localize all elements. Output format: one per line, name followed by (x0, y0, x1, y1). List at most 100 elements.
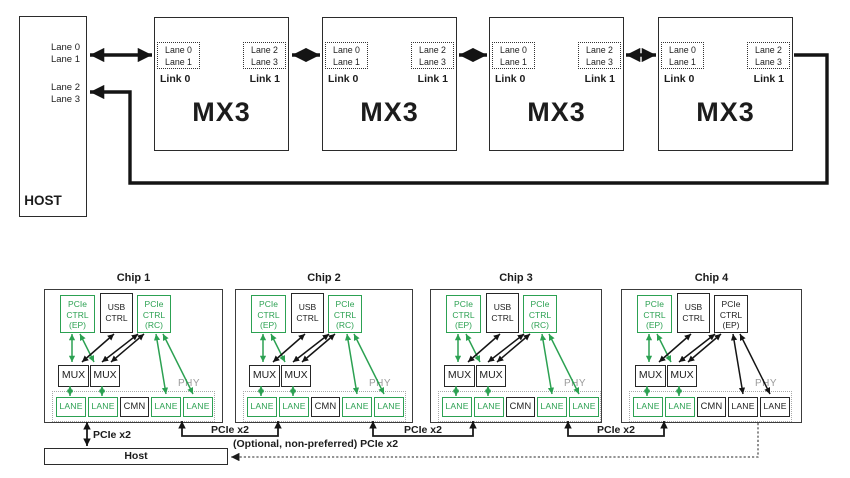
chip-2-phy-label: PHY (369, 378, 392, 389)
chip-3-mux-1: MUX (476, 365, 506, 387)
host-lane3-label: Lane 3 (50, 93, 80, 105)
mx3-4-link0-label: Link 0 (664, 73, 695, 85)
chip-2-lane-3: LANE (342, 397, 372, 417)
chip-4-lane-4: LANE (760, 397, 790, 417)
host-upper-lane-labels: Lane 0 Lane 1 (14, 42, 80, 65)
host-lane2-label: Lane 2 (50, 82, 80, 93)
mx3-4-link1-label: Link 1 (753, 73, 784, 85)
chip-2-cmn: CMN (311, 397, 340, 417)
chip-4-cmn: CMN (697, 397, 726, 417)
chip-1-lane-4: LANE (183, 397, 213, 417)
mx3-3-link0-label: Link 0 (495, 73, 526, 85)
chip-1-mux-1: MUX (90, 365, 120, 387)
host-lower-lane-labels: Lane 2 Lane 3 (14, 82, 80, 105)
mx3-3-name: MX3 (527, 97, 586, 127)
chip-3-mux-0: MUX (444, 365, 475, 387)
chip-4-lane-0: LANE (633, 397, 663, 417)
mx3-3-link0-lanes-box: Lane 0 Lane 1 (492, 42, 535, 69)
chip-4-lane-3: LANE (728, 397, 758, 417)
chip-1-phy-label: PHY (178, 378, 201, 389)
chip-1-lane-1: LANE (88, 397, 118, 417)
mx3-2-name: MX3 (360, 97, 419, 127)
mx3-1-link1-label: Link 1 (249, 73, 280, 85)
mx3-2-link1-label: Link 1 (417, 73, 448, 85)
host-box (19, 16, 87, 217)
lane-label: Lane 3 (251, 57, 278, 67)
bottom-host-box: Host (44, 448, 228, 465)
chip-1-cmn: CMN (120, 397, 149, 417)
chip-3-lane-4: LANE (569, 397, 599, 417)
chip-1-lane-0: LANE (56, 397, 86, 417)
bracket-1-pcie-x2-label: PCIe x2 (211, 424, 249, 436)
chip-1-lane-3: LANE (151, 397, 181, 417)
mx3-2-link0-label: Link 0 (328, 73, 359, 85)
bracket-3-pcie-x2-label: PCIe x2 (597, 424, 635, 436)
chip-2-lane-1: LANE (279, 397, 309, 417)
chip-2-phy-box (243, 391, 406, 422)
lane-label: Lane 2 (586, 45, 613, 55)
lane-label: Lane 3 (419, 57, 446, 67)
chip-3-cmn: CMN (506, 397, 535, 417)
mx3-1-link0-lanes-box: Lane 0 Lane 1 (157, 42, 200, 69)
lane-label: Lane 1 (500, 57, 527, 67)
host-lane0-label: Lane 0 (50, 42, 80, 53)
chip-4-mux-1: MUX (667, 365, 697, 387)
chip-2-lane-0: LANE (247, 397, 277, 417)
lane-label: Lane 2 (251, 45, 278, 55)
chip-1-title: Chip 1 (116, 272, 151, 284)
chip-2-mux-0: MUX (249, 365, 280, 387)
chip-4-mux-0: MUX (635, 365, 666, 387)
mx3-unit-2: Lane 0 Lane 1 Lane 2 Lane 3 Link 0 Link … (322, 17, 457, 151)
chip-1-mux-0: MUX (58, 365, 89, 387)
lane-label: Lane 1 (165, 57, 192, 67)
lane-label: Lane 3 (586, 57, 613, 67)
host-lane1-label: Lane 1 (50, 53, 80, 65)
mx3-3-link1-lanes-box: Lane 2 Lane 3 (578, 42, 621, 69)
mx3-4-link0-lanes-box: Lane 0 Lane 1 (661, 42, 704, 69)
chip-3-lane-3: LANE (537, 397, 567, 417)
chip-2-mux-1: MUX (281, 365, 311, 387)
lane-label: Lane 2 (755, 45, 782, 55)
chip-3-lane-1: LANE (474, 397, 504, 417)
mx3-unit-4: Lane 0 Lane 1 Lane 2 Lane 3 Link 0 Link … (658, 17, 793, 151)
lane-label: Lane 0 (669, 45, 696, 55)
mx3-3-link1-label: Link 1 (584, 73, 615, 85)
chip-4-phy-box (629, 391, 792, 422)
mx3-unit-1: Lane 0 Lane 1 Lane 2 Lane 3 Link 0 Link … (154, 17, 289, 151)
lane-label: Lane 3 (755, 57, 782, 67)
mx3-1-link1-lanes-box: Lane 2 Lane 3 (243, 42, 286, 69)
mx3-4-link1-lanes-box: Lane 2 Lane 3 (747, 42, 790, 69)
chip-2-title: Chip 2 (307, 272, 341, 284)
chip-2-lane-4: LANE (374, 397, 404, 417)
lane-label: Lane 0 (333, 45, 360, 55)
lane-label: Lane 0 (500, 45, 527, 55)
optional-pcie-x2-label: (Optional, non-preferred) PCIe x2 (233, 438, 399, 450)
host-link-pcie-x2-label: PCIe x2 (93, 429, 131, 441)
lane-label: Lane 1 (333, 57, 360, 67)
chip-4-phy-label: PHY (755, 378, 778, 389)
mx3-1-link0-label: Link 0 (160, 73, 191, 85)
chip-4-title: Chip 4 (694, 272, 729, 284)
mx3-4-name: MX3 (696, 97, 755, 127)
lane-label: Lane 0 (165, 45, 192, 55)
lane-label: Lane 2 (419, 45, 446, 55)
chip-3-phy-box (438, 391, 601, 422)
mx3-2-link1-lanes-box: Lane 2 Lane 3 (411, 42, 454, 69)
chip-1-phy-box (52, 391, 215, 422)
chip-4-lane-1: LANE (665, 397, 695, 417)
